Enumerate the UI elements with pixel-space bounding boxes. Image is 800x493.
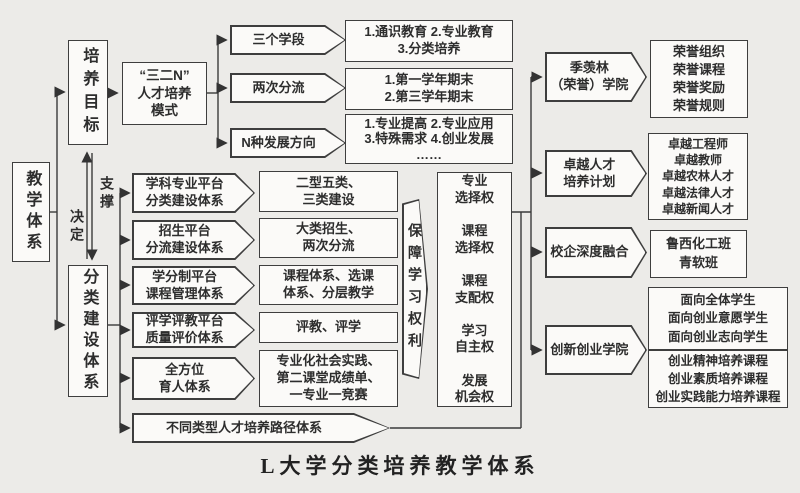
node-evaluation-platform: 评学评教平台 质量评价体系 xyxy=(132,312,255,348)
detail-three-stages-text: 1.通识教育 2.专业教育 3.分类培养 xyxy=(364,24,494,56)
node-n-directions: N种发展方向 xyxy=(230,128,346,158)
detail-two-diversions-text: 1.第一学年期末 2.第三学年期末 xyxy=(384,72,474,104)
node-honors-college-label: 季羡林 （荣誉）学院 xyxy=(550,60,629,92)
node-training-goal-label: 培养目标 xyxy=(80,46,98,139)
detail-innovation-students: 面向全体学生 面向创业意愿学生 面向创业志向学生 xyxy=(648,287,788,350)
node-training-path-system-label: 不同类型人才培养路径体系 xyxy=(165,419,322,435)
node-all-round-education-label: 全方位 育人体系 xyxy=(158,361,211,394)
node-rights-guarantee-banner: 保障学习权利 xyxy=(402,199,428,379)
node-school-enterprise-integration-label: 校企深度融合 xyxy=(550,244,629,260)
detail-innovation-students-text: 面向全体学生 面向创业意愿学生 面向创业志向学生 xyxy=(667,293,768,344)
node-credit-platform-label: 学分制平台 课程管理体系 xyxy=(145,268,224,301)
node-three-stages-label: 三个学段 xyxy=(252,31,305,47)
detail-three-stages: 1.通识教育 2.专业教育 3.分类培养 xyxy=(345,20,513,62)
detail-n-directions: 1.专业提高 2.专业应用 3.特殊需求 4.创业发展 …… xyxy=(345,114,513,164)
node-discipline-platform-label: 学科专业平台 分类建设体系 xyxy=(145,176,224,208)
node-teaching-system-label: 教学体系 xyxy=(23,170,41,254)
detail-credit-platform-text: 课程体系、选课 体系、分层教学 xyxy=(282,268,374,300)
node-excellence-plan-label: 卓越人才 培养计划 xyxy=(563,156,616,189)
node-student-rights-list: 专业 选择权 课程 选择权 课程 支配权 学习 自主权 发展 机会权 xyxy=(437,172,512,407)
node-n-directions-label: N种发展方向 xyxy=(241,134,316,150)
node-enrollment-platform: 招生平台 分流建设体系 xyxy=(132,220,255,260)
node-enrollment-platform-label: 招生平台 分流建设体系 xyxy=(145,223,224,255)
detail-innovation-courses-text: 创业精神培养课程 创业素质培养课程 创业实践能力培养课程 xyxy=(655,353,781,405)
node-school-enterprise-integration: 校企深度融合 xyxy=(545,227,647,278)
node-credit-platform: 学分制平台 课程管理体系 xyxy=(132,266,255,305)
detail-n-directions-text: 1.专业提高 2.专业应用 3.特殊需求 4.创业发展 …… xyxy=(364,115,494,162)
determine-relation-label: 决定 xyxy=(69,209,85,245)
node-three-stages: 三个学段 xyxy=(230,25,346,55)
detail-excellence-plan: 卓越工程师 卓越教师 卓越农林人才 卓越法律人才 卓越新闻人才 xyxy=(648,133,748,220)
detail-evaluation-platform-text: 评教、评学 xyxy=(295,319,361,335)
node-rights-guarantee-banner-label: 保障学习权利 xyxy=(407,223,423,355)
node-innovation-college-label: 创新创业学院 xyxy=(550,341,629,357)
node-32n-mode: “三二N” 人才培养 模式 xyxy=(122,62,207,125)
node-teaching-system: 教学体系 xyxy=(12,162,50,262)
node-training-goal: 培养目标 xyxy=(68,40,108,145)
node-evaluation-platform-label: 评学评教平台 质量评价体系 xyxy=(145,313,224,345)
node-student-rights-list-text: 专业 选择权 课程 选择权 课程 支配权 学习 自主权 发展 机会权 xyxy=(454,173,494,405)
detail-innovation-courses: 创业精神培养课程 创业素质培养课程 创业实践能力培养课程 xyxy=(648,350,788,408)
detail-enrollment-platform: 大类招生、 两次分流 xyxy=(259,218,398,258)
node-classified-construction-system: 分类建设体系 xyxy=(68,265,108,397)
node-two-diversions-label: 两次分流 xyxy=(252,79,305,95)
detail-school-enterprise-integration-text: 鲁西化工班 青软班 xyxy=(665,236,731,270)
detail-two-diversions: 1.第一学年期末 2.第三学年期末 xyxy=(345,68,513,110)
node-training-path-system: 不同类型人才培养路径体系 xyxy=(132,413,390,443)
node-honors-college: 季羡林 （荣誉）学院 xyxy=(545,52,647,102)
detail-excellence-plan-text: 卓越工程师 卓越教师 卓越农林人才 卓越法律人才 卓越新闻人才 xyxy=(661,137,734,216)
detail-enrollment-platform-text: 大类招生、 两次分流 xyxy=(295,221,361,253)
detail-evaluation-platform: 评教、评学 xyxy=(259,312,398,343)
detail-credit-platform: 课程体系、选课 体系、分层教学 xyxy=(259,265,398,305)
node-classified-construction-system-label: 分类建设体系 xyxy=(80,268,98,394)
support-relation-label: 支撑 xyxy=(99,176,115,212)
node-innovation-college: 创新创业学院 xyxy=(545,325,647,375)
detail-all-round-education: 专业化社会实践、 第二课堂成绩单、 一专业一竞赛 xyxy=(259,350,398,407)
node-excellence-plan: 卓越人才 培养计划 xyxy=(545,150,647,197)
detail-honors-college: 荣誉组织 荣誉课程 荣誉奖励 荣誉规则 xyxy=(650,40,748,118)
node-discipline-platform: 学科专业平台 分类建设体系 xyxy=(132,173,255,213)
detail-discipline-platform: 二型五类、 三类建设 xyxy=(259,171,398,212)
detail-school-enterprise-integration: 鲁西化工班 青软班 xyxy=(650,230,747,278)
detail-honors-college-text: 荣誉组织 荣誉课程 荣誉奖励 荣誉规则 xyxy=(672,43,725,114)
diagram-caption: L大学分类培养教学体系 xyxy=(260,454,540,478)
node-32n-mode-label: “三二N” 人才培养 模式 xyxy=(137,68,192,119)
node-all-round-education: 全方位 育人体系 xyxy=(132,357,255,400)
node-two-diversions: 两次分流 xyxy=(230,73,346,103)
detail-all-round-education-text: 专业化社会实践、 第二课堂成绩单、 一专业一竞赛 xyxy=(276,353,381,402)
detail-discipline-platform-text: 二型五类、 三类建设 xyxy=(295,174,361,207)
